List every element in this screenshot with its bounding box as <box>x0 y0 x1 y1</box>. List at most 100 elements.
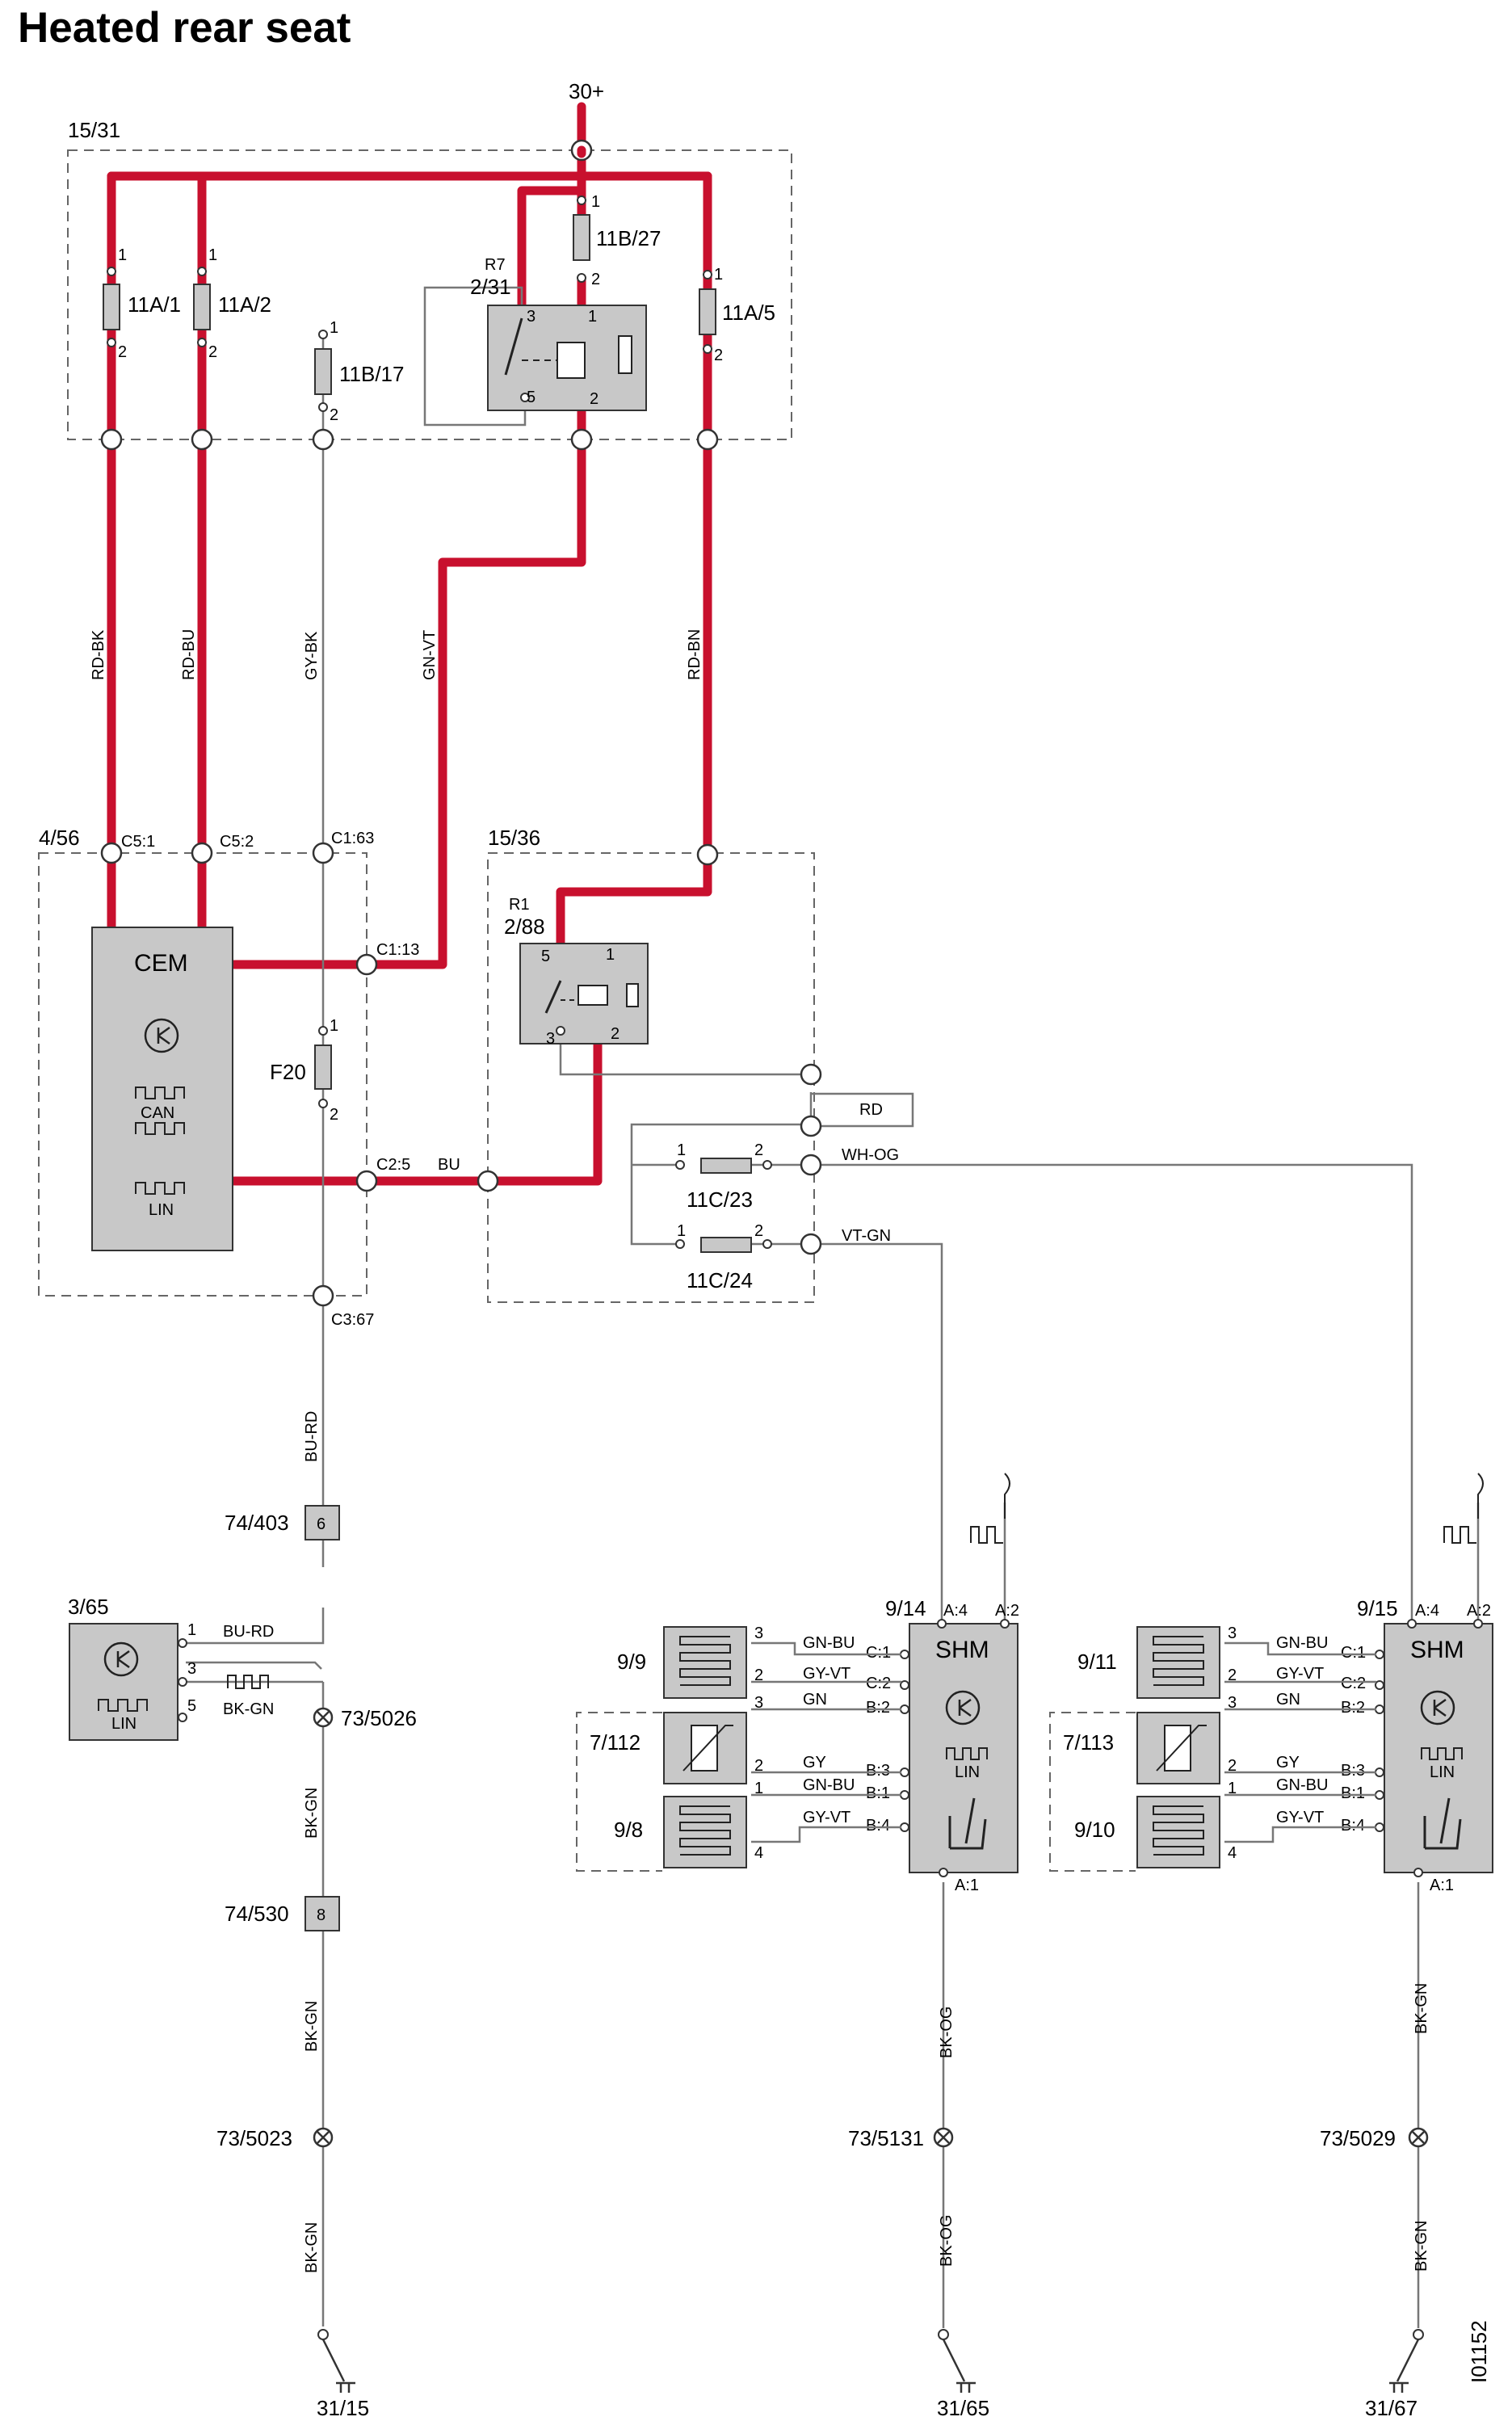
seat-left-sensor-frame <box>576 1712 662 1872</box>
shm-right-pin-b3: B:3 <box>1341 1762 1365 1780</box>
lin-signal-right <box>1443 1473 1484 1544</box>
connector-74-530-label: 74/530 <box>225 1902 289 1926</box>
fuse-11a-5: 1 2 11A/5 <box>699 266 775 364</box>
cem-lin-label: LIN <box>149 1201 174 1219</box>
fuse-11b-17-pin1: 1 <box>330 319 338 337</box>
fuse-11b-17-label: 11B/17 <box>339 362 404 386</box>
wire-label-gn-vt: GN-VT <box>421 630 439 680</box>
seat-sensor-7-113: 7/113 3 2 <box>1063 1694 1237 1784</box>
element-9-8-pin1: 1 <box>754 1780 763 1797</box>
wire-label-bk-gn-3: BK-GN <box>303 2222 321 2273</box>
seat-heater-element-9-9: 9/9 3 2 <box>617 1625 763 1699</box>
relay-r1-pin5: 5 <box>541 948 550 965</box>
shm-left-a1: A:1 <box>955 1877 979 1894</box>
shm-left-pin-b4: B:4 <box>866 1817 890 1835</box>
seat-sensor-7-112: 7/112 3 2 <box>590 1694 763 1784</box>
fuse-f20-label: F20 <box>270 1060 306 1084</box>
wire-label-bu: BU <box>438 1156 460 1174</box>
fuse-11a-2-pin2: 2 <box>208 343 217 361</box>
fuse-box-15-36-label: 15/36 <box>488 826 540 850</box>
module-3-65-lin: LIN <box>111 1715 136 1733</box>
fuse-11c-23-label: 11C/23 <box>687 1187 753 1212</box>
earth-31-65-label: 31/65 <box>937 2396 989 2420</box>
shm-right-a4: A:4 <box>1415 1602 1439 1620</box>
relay-r7-pin1: 1 <box>588 308 597 326</box>
relay-r1-pin2: 2 <box>611 1025 620 1043</box>
relay-r7: 3 5 1 2 R7 2/31 <box>470 256 647 411</box>
earth-31-15-label: 31/15 <box>317 2396 369 2420</box>
fuse-11c-24-pin1: 1 <box>677 1222 686 1240</box>
wire-label-bk-og-2: BK-OG <box>938 2215 956 2267</box>
shm-right-wire-2: GY-VT <box>1276 1665 1324 1683</box>
relay-r1-pin1: 1 <box>606 946 615 964</box>
sensor-7-113-pin3: 3 <box>1228 1694 1237 1712</box>
element-9-11-pin3: 3 <box>1228 1625 1237 1642</box>
fuse-11c-23: 1 2 11C/23 <box>675 1141 772 1212</box>
cem-can-label: CAN <box>141 1104 174 1122</box>
fuse-11b-27-pin1: 1 <box>591 193 600 211</box>
shm-left-pin-c2: C:2 <box>866 1675 891 1692</box>
wire-label-gy-bk: GY-BK <box>303 631 321 680</box>
relay-r1-id: 2/88 <box>504 914 545 939</box>
element-9-10-pin1: 1 <box>1228 1780 1237 1797</box>
shm-right-pin-b1: B:1 <box>1341 1784 1365 1802</box>
relay-r7-pin3: 3 <box>527 308 536 326</box>
shm-right-wire-3: GN <box>1276 1691 1300 1709</box>
fuse-box-15-31 <box>67 149 792 440</box>
shm-left-a2: A:2 <box>995 1602 1019 1620</box>
element-9-10-label: 9/10 <box>1074 1818 1115 1842</box>
element-9-10-pin4: 4 <box>1228 1844 1237 1862</box>
shm-right-a1: A:1 <box>1430 1877 1454 1894</box>
ground-73-5131-label: 73/5131 <box>848 2126 924 2150</box>
element-9-11-pin2: 2 <box>1228 1667 1237 1684</box>
wire-label-rd-bk: RD-BK <box>90 629 107 680</box>
seat-heater-element-9-8: 9/8 1 4 <box>614 1780 763 1868</box>
shm-right-name: SHM <box>1410 1637 1464 1663</box>
fuse-11c-24-label: 11C/24 <box>687 1268 753 1292</box>
element-9-9-pin2: 2 <box>754 1667 763 1684</box>
element-9-9-label: 9/9 <box>617 1650 646 1674</box>
relay-r7-id: 2/31 <box>470 275 511 299</box>
shm-left-pin-b1: B:1 <box>866 1784 890 1802</box>
wire-label-vt-gn: VT-GN <box>842 1227 891 1245</box>
cem-pin-c2-5: C2:5 <box>376 1156 410 1174</box>
wire-label-rd-bn: RD-BN <box>686 629 704 680</box>
shm-right-pin-b2: B:2 <box>1341 1699 1365 1717</box>
lin-signal-left <box>970 1473 1010 1544</box>
shm-left-pin-c1: C:1 <box>866 1644 891 1662</box>
shm-left-name: SHM <box>935 1637 989 1663</box>
wire-label-bk-gn-1: BK-GN <box>303 1788 321 1839</box>
shm-right-id: 9/15 <box>1357 1596 1398 1620</box>
shm-left-wire-2: GY-VT <box>803 1665 850 1683</box>
shm-left-wire-5: GN-BU <box>803 1776 855 1794</box>
supply-label: 30+ <box>569 79 604 103</box>
relay-r1-label: R1 <box>509 896 530 914</box>
fuse-11a-5-pin1: 1 <box>714 266 723 284</box>
fuse-11a-2: 1 2 11A/2 <box>193 246 271 361</box>
fuse-11a-5-label: 11A/5 <box>722 301 775 325</box>
fuse-11c-24: 1 2 11C/24 <box>675 1222 772 1292</box>
fuse-11b-17-pin2: 2 <box>330 406 338 424</box>
element-9-11-label: 9/11 <box>1077 1650 1117 1674</box>
figure-id: I01152 <box>1467 2320 1491 2383</box>
cem-pin-c5-1: C5:1 <box>121 833 155 851</box>
earth-31-67-label: 31/67 <box>1365 2396 1418 2420</box>
earth-31-67: 31/67 <box>1365 2329 1424 2420</box>
shm-left-lin: LIN <box>955 1763 980 1781</box>
shm-right-pin-c1: C:1 <box>1341 1644 1366 1662</box>
shm-left-id: 9/14 <box>885 1596 926 1620</box>
wire-label-rd-bu: RD-BU <box>180 629 198 680</box>
element-9-8-label: 9/8 <box>614 1818 643 1842</box>
fuse-11a-1-label: 11A/1 <box>128 292 181 317</box>
ground-splice-73-5131: 73/5131 <box>848 2126 954 2150</box>
seat-heater-element-9-11: 9/11 3 2 <box>1077 1625 1237 1699</box>
shm-left-a4: A:4 <box>943 1602 968 1620</box>
cem-pin-c3-67: C3:67 <box>331 1311 374 1329</box>
sensor-7-113-pin2: 2 <box>1228 1757 1237 1775</box>
connector-74-403-label: 74/403 <box>225 1511 289 1535</box>
shm-right-a2: A:2 <box>1467 1602 1491 1620</box>
connector-74-530: 8 74/530 <box>225 1896 340 1931</box>
connector-74-530-pin: 8 <box>317 1906 326 1924</box>
fuse-box-15-31-label: 15/31 <box>68 118 120 142</box>
